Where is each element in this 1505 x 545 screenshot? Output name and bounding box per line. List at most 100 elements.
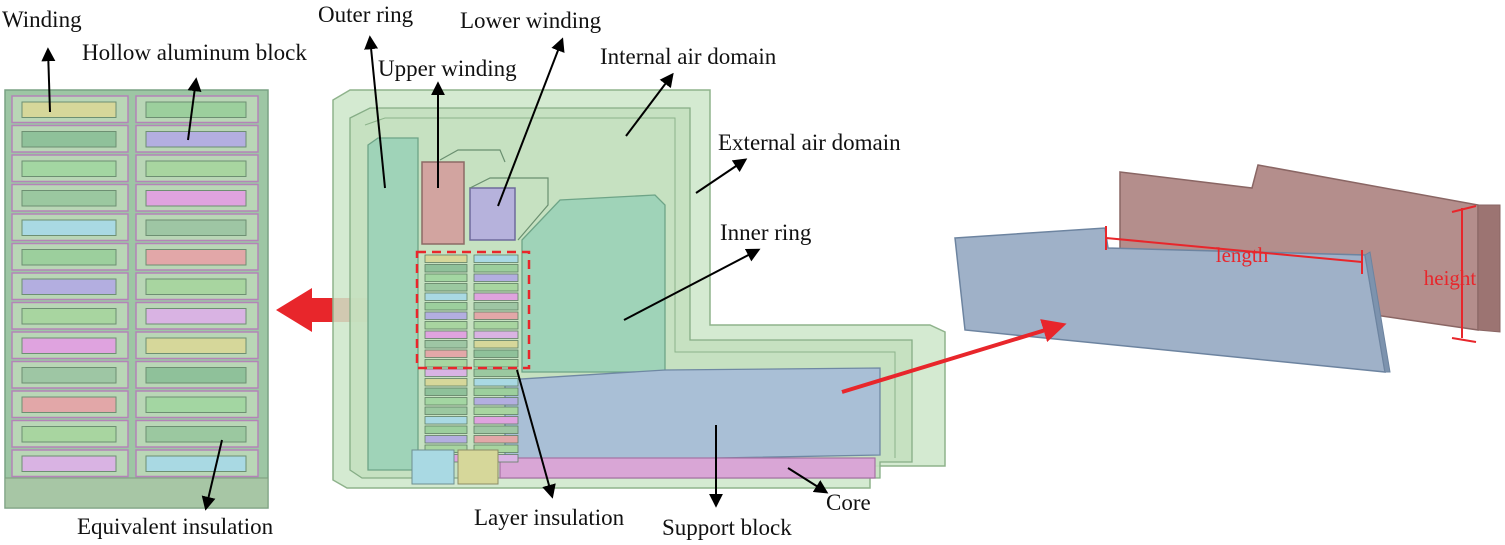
arrow-external-air: [695, 158, 748, 194]
label-lower-winding: Lower winding: [460, 8, 602, 33]
section-winding-left: [424, 349, 468, 358]
section-winding-left: [424, 311, 468, 320]
section-winding-left: [424, 302, 468, 311]
section-winding-left: [424, 416, 468, 425]
arrow-winding: [41, 47, 56, 113]
zoom-winding-conductor-right: [145, 396, 247, 413]
zoom-winding-conductor-left: [21, 249, 117, 266]
arrow-hollow-block: [187, 77, 202, 141]
zoom-winding-conductor-right: [145, 337, 247, 354]
section-winding-left: [424, 387, 468, 396]
section-winding-right: [473, 378, 519, 387]
section-winding-right: [473, 435, 519, 444]
zoom-winding-conductor-left: [21, 337, 117, 354]
core-shape: [499, 457, 876, 479]
zoom-bottom-insulation: [5, 477, 268, 508]
label-support-block: Support block: [662, 515, 792, 540]
zoom-winding-conductor-left: [21, 426, 117, 443]
section-winding-right: [473, 387, 519, 396]
section-winding-left: [424, 435, 468, 444]
section-winding-left: [424, 283, 468, 292]
height-dimension: height: [1424, 205, 1477, 343]
length-label: length: [1216, 243, 1269, 267]
arrow-layer-insulation: [516, 369, 556, 499]
length-dimension: length: [1105, 226, 1363, 274]
section-winding-right: [473, 273, 519, 282]
zoom-winding-conductor-left: [21, 455, 117, 472]
zoomed-winding-panel: [4, 89, 269, 509]
section-winding-right: [473, 359, 519, 368]
zoom-winding-column-left: [11, 95, 129, 478]
section-winding-right: [473, 311, 519, 320]
zoom-winding-conductor-right: [145, 131, 247, 148]
section-winding-left: [424, 340, 468, 349]
section-winding-right: [473, 321, 519, 330]
arrow-equivalent-insulation: [201, 439, 223, 511]
zoom-winding-conductor-right: [145, 160, 247, 177]
outer-ring-shape: [367, 137, 419, 471]
section-winding-right: [473, 425, 519, 434]
upper-winding-stack: [439, 149, 506, 163]
zoom-winding-conductor-right: [145, 455, 247, 472]
section-winding-right: [473, 340, 519, 349]
label-layer-insulation: Layer insulation: [474, 505, 625, 530]
label-outer-ring: Outer ring: [318, 2, 414, 27]
label-equivalent-insulation: Equivalent insulation: [77, 514, 274, 539]
arrow-inner-ring: [623, 248, 761, 321]
section-winding-right: [473, 368, 519, 377]
label-external-air-domain: External air domain: [718, 130, 901, 155]
zoom-winding-conductor-left: [21, 278, 117, 295]
height-label: height: [1424, 266, 1477, 290]
zoom-winding-conductor-left: [21, 367, 117, 384]
zoom-winding-conductor-left: [21, 219, 117, 236]
inner-ring-shape: [521, 194, 666, 373]
back-plate-side: [1477, 204, 1501, 333]
section-winding-left: [424, 254, 468, 263]
zoom-winding-column-right: [135, 95, 259, 478]
zoom-winding-conductor-left: [21, 101, 117, 118]
zoom-winding-conductor-right: [145, 426, 247, 443]
arrow-core: [787, 467, 829, 494]
label-inner-ring: Inner ring: [720, 220, 812, 245]
internal-air-inner-edge: [364, 117, 896, 458]
zoom-winding-conductor-left: [21, 308, 117, 325]
lower-winding-stack: [469, 177, 549, 241]
section-winding-stack: [424, 254, 519, 463]
zoom-winding-conductor-left: [21, 190, 117, 207]
zoom-winding-conductor-right: [145, 101, 247, 118]
zoom-selection-box: [415, 250, 531, 370]
upper-winding-block: [421, 161, 465, 245]
arrow-outer-ring: [364, 35, 386, 189]
section-winding-left: [424, 321, 468, 330]
section-winding-right: [473, 264, 519, 273]
section-winding-right: [473, 283, 519, 292]
section-winding-left: [424, 273, 468, 282]
support-block-plates: length height: [954, 164, 1501, 373]
lower-winding-block: [469, 187, 516, 241]
label-hollow-aluminum-block: Hollow aluminum block: [82, 40, 307, 65]
section-winding-left: [424, 397, 468, 406]
section-winding-left: [424, 359, 468, 368]
section-winding-right: [473, 302, 519, 311]
section-winding-left: [424, 330, 468, 339]
section-winding-right: [473, 416, 519, 425]
zoom-winding-conductor-right: [145, 367, 247, 384]
zoom-winding-conductor-right: [145, 308, 247, 325]
section-winding-left: [424, 292, 468, 301]
section-winding-right: [473, 254, 519, 263]
bottom-block-right: [457, 449, 499, 485]
label-internal-air-domain: Internal air domain: [600, 44, 777, 69]
zoom-winding-conductor-right: [145, 278, 247, 295]
front-plate-side: [1364, 251, 1391, 373]
leader-arrows: [41, 35, 829, 511]
zoom-winding-conductor-left: [21, 396, 117, 413]
support-block-callout-arrow: [841, 319, 1067, 394]
label-upper-winding: Upper winding: [378, 56, 517, 81]
section-winding-right: [473, 330, 519, 339]
zoom-winding-conductor-left: [21, 131, 117, 148]
label-winding: Winding: [2, 7, 82, 32]
zoom-winding-conductor-right: [145, 190, 247, 207]
section-winding-right: [473, 406, 519, 415]
bottom-block-left: [411, 449, 455, 485]
